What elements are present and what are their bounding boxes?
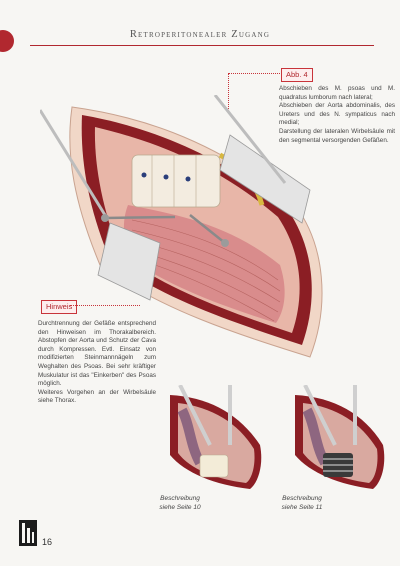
hinweis-text: Durchtrennung der Gefäße entsprechend de… <box>38 320 156 406</box>
small-illustration-right <box>295 385 385 489</box>
caption-right-line-2: siehe Seite 11 <box>281 503 323 511</box>
header-rule <box>30 45 374 46</box>
caption-right-line-1: Beschreibung <box>282 495 322 502</box>
publisher-logo-icon <box>19 520 37 546</box>
caption-right: Beschreibung siehe Seite 11 <box>270 495 334 512</box>
description-line-3: Darstellung der lateralen Wirbelsäule mi… <box>279 127 395 144</box>
figure-label: Abb. 4 <box>281 68 313 82</box>
hinweis-label: Hinweis <box>41 300 78 314</box>
description-line-2: Abschieben der Aorta abdominalis, des Ur… <box>279 102 395 127</box>
hinweis-paragraph-1: Durchtrennung der Gefäße entsprechend de… <box>38 320 156 388</box>
caption-left-line-1: Beschreibung <box>160 495 200 502</box>
hinweis-leader-line <box>70 305 140 306</box>
page-header-title: Retroperitonealer Zugang <box>129 29 271 40</box>
main-surgical-illustration <box>40 95 323 358</box>
hinweis-paragraph-2: Weiteres Vorgehen an der Wirbelsäule sie… <box>38 388 156 405</box>
small-illustration-left <box>170 385 262 489</box>
figure-leader-line <box>228 73 280 74</box>
description-line-1: Abschieben des M. psoas und M. quadratus… <box>279 85 395 101</box>
chapter-tab-marker <box>0 30 14 52</box>
caption-left-line-2: siehe Seite 10 <box>159 503 201 511</box>
figure-description: Abschieben des M. psoas und M. quadratus… <box>279 85 395 145</box>
figure-leader-line-v <box>228 73 229 113</box>
page-number: 16 <box>42 537 53 547</box>
caption-left: Beschreibung siehe Seite 10 <box>150 495 210 512</box>
